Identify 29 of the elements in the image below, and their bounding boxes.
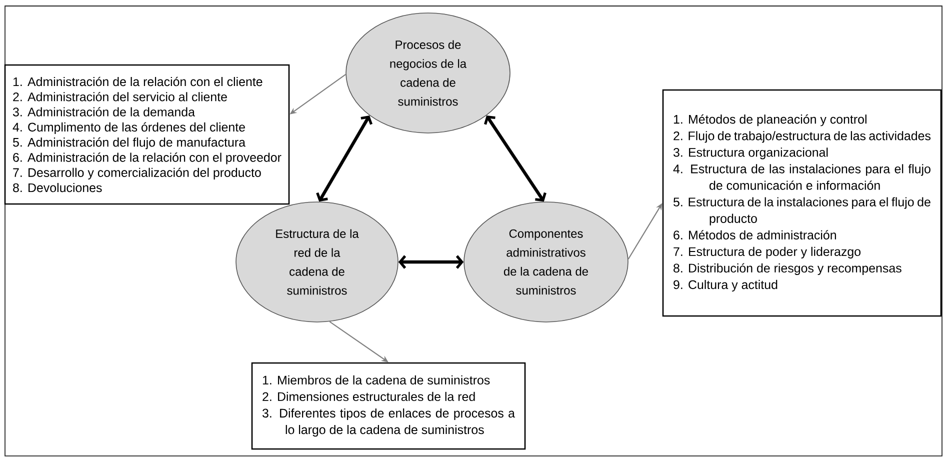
list-item: 1. Administración de la relación con el cliente — [13, 76, 262, 86]
list-item: 7. Estructura de poder y liderazgo — [674, 246, 860, 258]
list-item: 7. Desarrollo y comercialización del producto — [13, 168, 261, 180]
list-item: 9. Cultura y actitud — [674, 280, 778, 292]
double-arrow — [484, 116, 546, 202]
list-item: 5. Administración del flujo de manufactura — [13, 137, 246, 150]
list-box — [4, 64, 290, 205]
list-item: 6. Administración de la relación con el proveedor — [13, 152, 282, 164]
ellipse-node: Componentes administrativos de la cadena de suministros — [464, 202, 628, 322]
list-item: 3. Administración de la demanda — [12, 107, 195, 116]
double-arrow — [316, 116, 372, 202]
list-item: 5. Estructura de la instalaciones para el flujo de producto — [674, 197, 930, 226]
list-box — [662, 89, 942, 317]
double-arrow — [398, 255, 464, 269]
list-item: 4. Cumplimento de las órdenes del cliente — [12, 122, 245, 134]
list-item: 4. Estructura de las instalaciones para el flujo de comunicación e información — [673, 164, 930, 190]
list-item: 2. Administración del servicio al cliente — [13, 92, 227, 102]
ellipse-node: Procesos de negocios de la cadena de suministros — [346, 12, 510, 134]
list-item: 3. Diferentes tipos de enlaces de procesos a lo largo de la cadena de suministros — [262, 408, 515, 437]
list-item: 2. Flujo de trabajo/estructura de las actividades — [674, 131, 930, 143]
list-item: 2. Dimensiones estructurales de la red — [262, 392, 475, 402]
list-item: 8. Devoluciones — [13, 182, 102, 192]
list-item: 1. Métodos de planeación y control — [674, 114, 866, 126]
list-item: 8. Distribución de riesgos y recompensas — [674, 263, 902, 275]
list-box — [251, 362, 526, 450]
list-item: 1. Miembros de la cadena de suministros — [262, 375, 490, 385]
list-item: 3. Estructura organizacional — [673, 148, 828, 160]
list-item: 6. Métodos de administración — [674, 230, 836, 240]
ellipse-node: Estructura de la red de la cadena de suministros — [236, 202, 398, 322]
